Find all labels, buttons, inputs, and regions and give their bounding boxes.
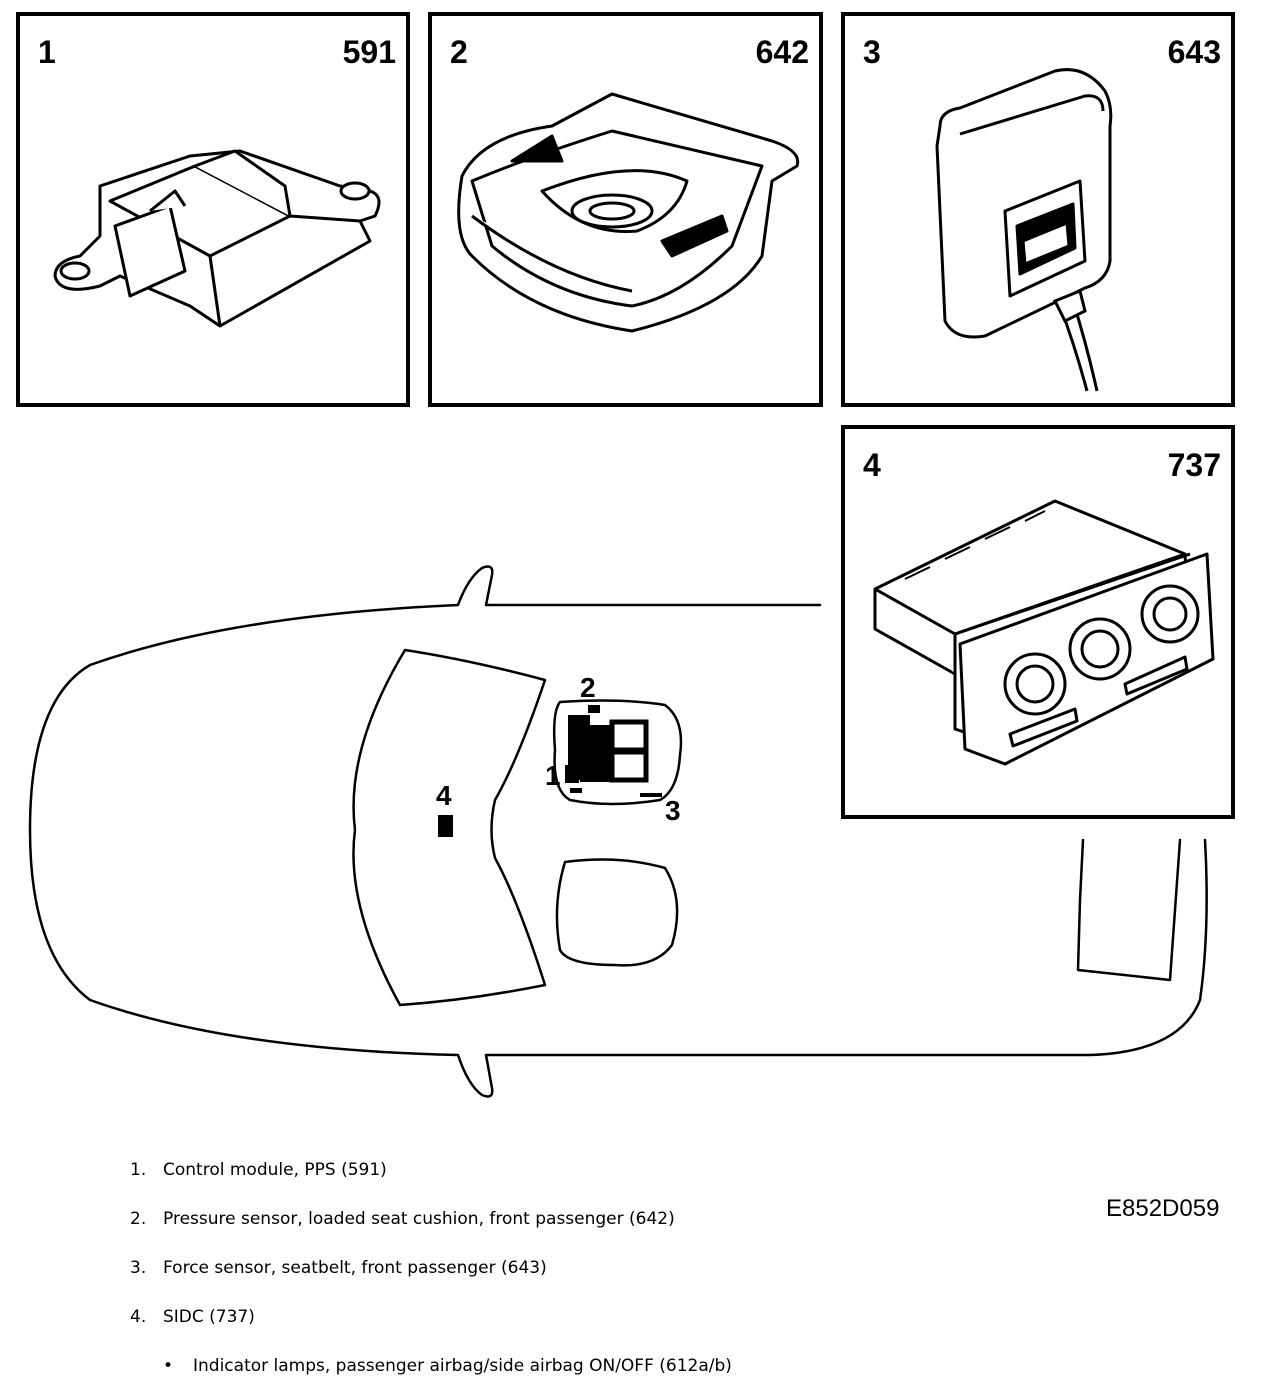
sidc-climate-panel-icon	[873, 499, 1215, 766]
panel-control-module: 1 591	[16, 12, 410, 407]
legend-index: 3.	[130, 1258, 147, 1278]
legend-item: 3. Force sensor, seatbelt, front passenge…	[130, 1258, 547, 1278]
seatbelt-sensor-icon	[935, 68, 1113, 392]
legend-item: 2. Pressure sensor, loaded seat cushion, …	[130, 1209, 675, 1229]
legend-index: 4.	[130, 1307, 147, 1327]
panel-seat-cushion: 2 642	[428, 12, 823, 407]
marker-4-label: 4	[436, 780, 452, 811]
legend-text: Pressure sensor, loaded seat cushion, fr…	[163, 1209, 675, 1229]
seat-cushion-icon	[457, 92, 800, 333]
legend-sub-text: Indicator lamps, passenger airbag/side a…	[193, 1356, 732, 1376]
marker-1-label: 1	[545, 760, 561, 791]
marker-2-label: 2	[580, 672, 596, 703]
car-top-view: 2 1 3 4	[28, 565, 1208, 1098]
panel-sidc: 4 737	[841, 425, 1235, 819]
legend-sub-bullet: • Indicator lamps, passenger airbag/side …	[163, 1356, 732, 1376]
panel-number: 1	[38, 34, 56, 70]
diagram-code: E852D059	[1106, 1195, 1220, 1222]
panel-code: 737	[1167, 447, 1221, 483]
panel-code: 642	[755, 34, 809, 70]
legend-index: 2.	[130, 1209, 147, 1229]
legend-text: Control module, PPS (591)	[163, 1160, 387, 1180]
legend-item: 1. Control module, PPS (591)	[130, 1160, 387, 1180]
panel-code: 591	[342, 34, 396, 70]
bullet-icon: •	[163, 1356, 174, 1376]
marker-3-label: 3	[665, 795, 681, 826]
legend-text: SIDC (737)	[163, 1307, 255, 1327]
legend-index: 1.	[130, 1160, 147, 1180]
legend-item: 4. SIDC (737)	[130, 1307, 255, 1327]
legend-text: Force sensor, seatbelt, front passenger …	[163, 1258, 547, 1278]
panel-seatbelt-sensor: 3 643	[841, 12, 1235, 407]
panel-number: 4	[863, 447, 881, 483]
control-module-icon	[53, 149, 381, 328]
panel-code: 643	[1167, 34, 1221, 70]
panel-number: 3	[863, 34, 881, 70]
panel-number: 2	[450, 34, 468, 70]
